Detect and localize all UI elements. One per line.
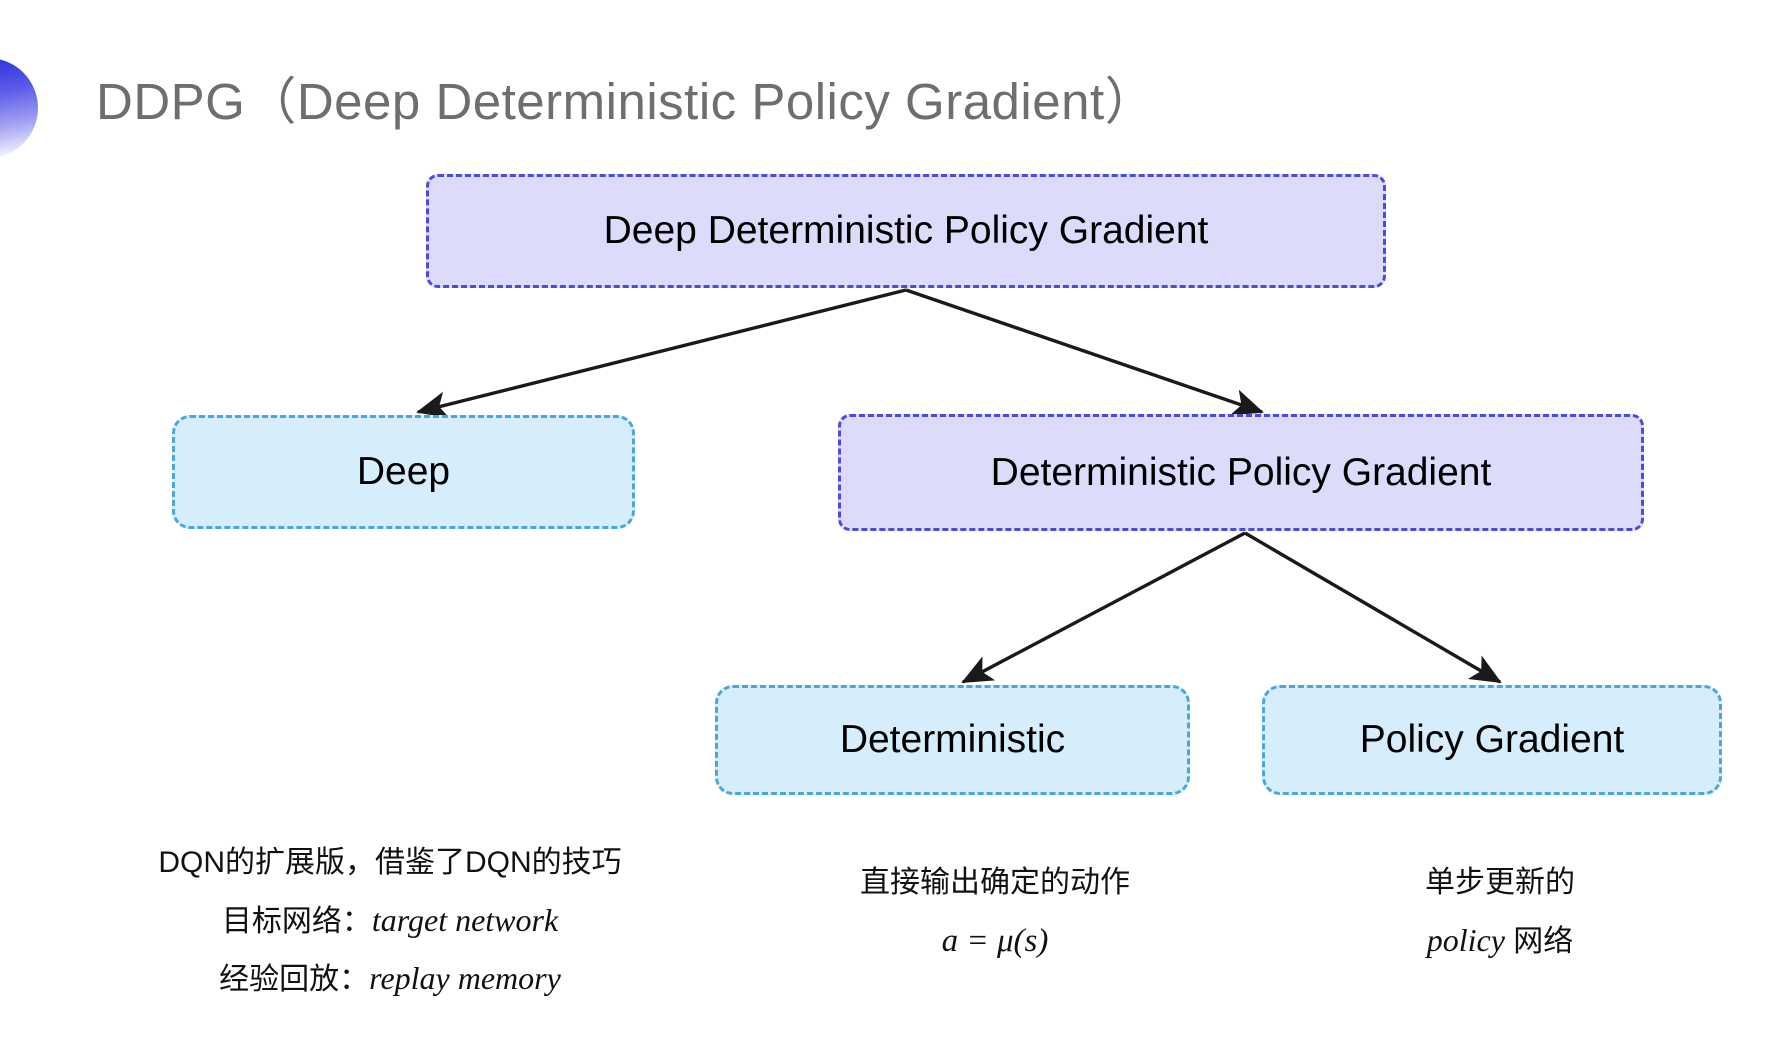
annotation-policy-gradient-line2: policy 网络	[1310, 911, 1690, 970]
annotation-deterministic-line1: 直接输出确定的动作	[860, 866, 1130, 899]
node-deep[interactable]: Deep	[172, 415, 635, 529]
annotation-deep-line2: 目标网络：target network	[130, 891, 650, 950]
annotation-deep-line3-label: 经验回放：	[219, 963, 370, 997]
annotation-deep-line1: DQN的扩展版，借鉴了DQN的技巧	[158, 846, 622, 879]
annotation-deep-line2-value: target network	[371, 901, 559, 938]
annotation-deep: DQN的扩展版，借鉴了DQN的技巧 目标网络：target network 经验…	[130, 836, 650, 1008]
edge-root-to-deep	[416, 288, 907, 419]
annotation-deep-line3-value: replay memory	[369, 960, 561, 997]
edge-root-to-dpg	[905, 288, 1264, 416]
annotation-deep-line2-label: 目标网络：	[221, 904, 372, 938]
node-deterministic-policy-gradient[interactable]: Deterministic Policy Gradient	[838, 414, 1644, 531]
annotation-deep-line3: 经验回放：replay memory	[130, 949, 650, 1008]
node-policy-gradient[interactable]: Policy Gradient	[1262, 685, 1722, 795]
edge-dpg-to-policygradient	[1244, 531, 1502, 684]
edge-dpg-to-deterministic	[961, 531, 1246, 684]
annotation-deterministic-formula: a = μ(s)	[941, 922, 1049, 959]
annotation-deterministic: 直接输出确定的动作 a = μ(s)	[770, 856, 1220, 971]
bullet-disc-icon	[0, 58, 38, 158]
page-title: DDPG（Deep Deterministic Policy Gradient）	[96, 73, 1157, 130]
annotation-policy-gradient: 单步更新的 policy 网络	[1310, 856, 1690, 969]
node-deep-deterministic-policy-gradient[interactable]: Deep Deterministic Policy Gradient	[426, 174, 1386, 288]
node-deterministic[interactable]: Deterministic	[715, 685, 1190, 795]
annotation-policy-gradient-line1: 单步更新的	[1425, 866, 1575, 899]
annotation-policy-gradient-line2-value: policy	[1426, 921, 1505, 958]
annotation-policy-gradient-line2-label: 网络	[1504, 924, 1574, 958]
